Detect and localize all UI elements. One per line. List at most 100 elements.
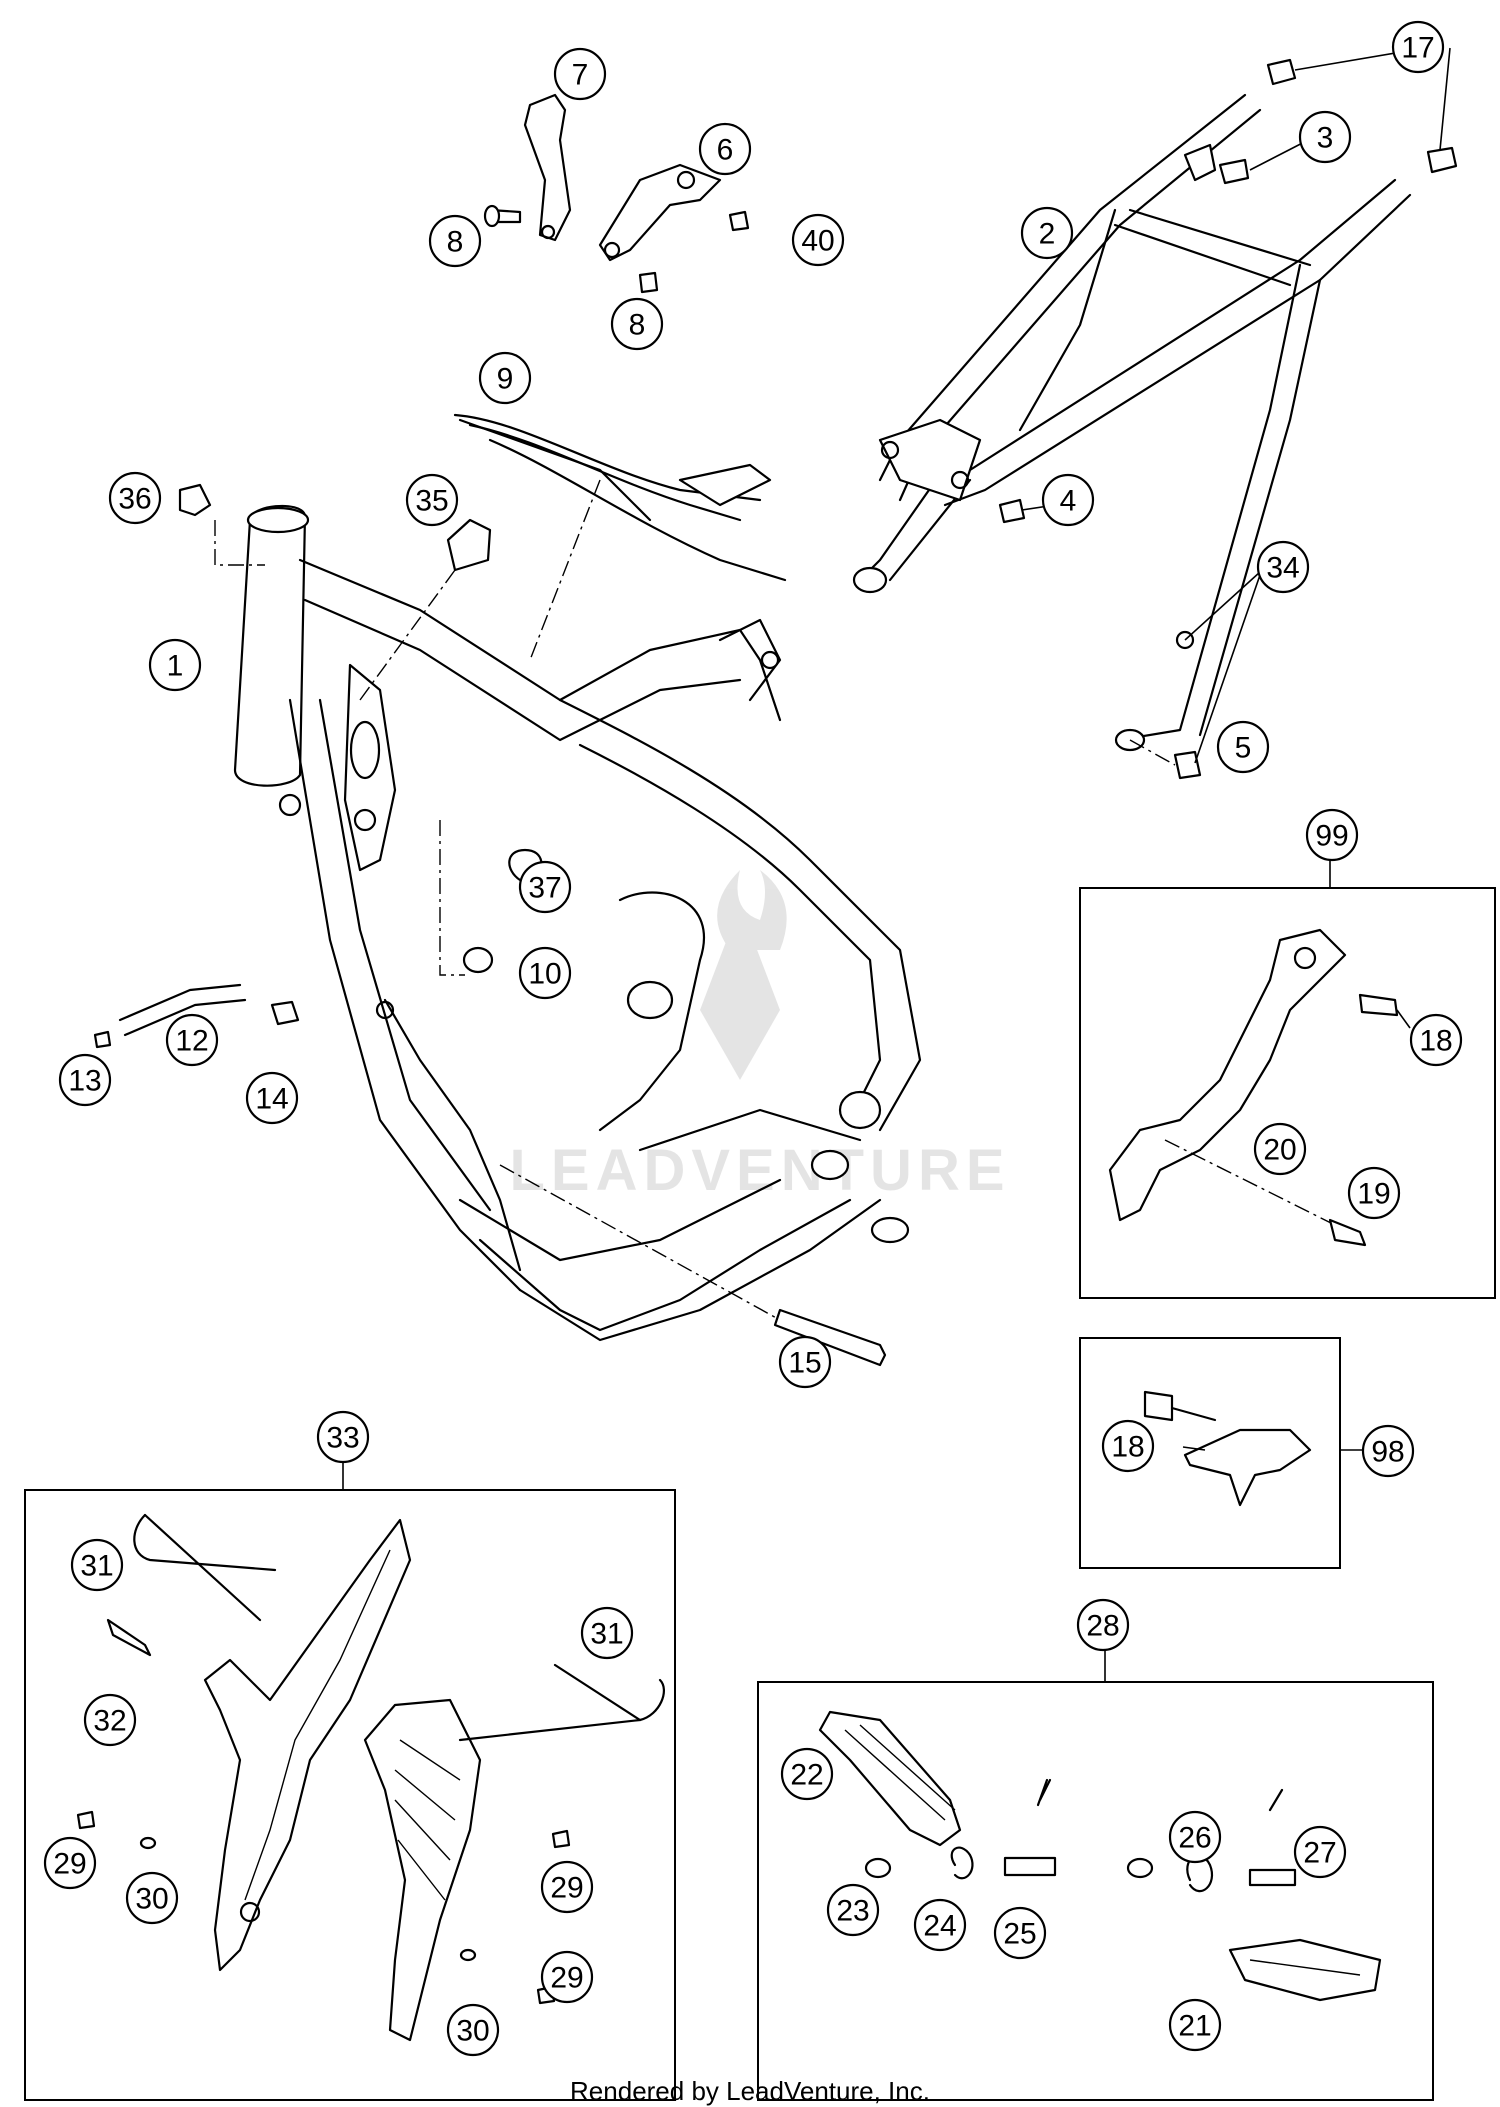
- svg-text:37: 37: [528, 872, 561, 905]
- svg-text:18: 18: [1419, 1025, 1452, 1058]
- svg-text:12: 12: [175, 1025, 208, 1058]
- svg-text:34: 34: [1266, 552, 1299, 585]
- callout-34[interactable]: 34: [1256, 540, 1310, 594]
- callout-24[interactable]: 24: [913, 1898, 967, 1952]
- svg-text:98: 98: [1371, 1436, 1404, 1469]
- svg-text:5: 5: [1235, 732, 1252, 765]
- cap-17b: [1426, 146, 1458, 174]
- svg-text:7: 7: [572, 59, 589, 92]
- callout-23[interactable]: 23: [826, 1883, 880, 1937]
- callout-2[interactable]: 2: [1020, 206, 1074, 260]
- svg-text:19: 19: [1357, 1178, 1390, 1211]
- footrest-28: [818, 1710, 1382, 2002]
- svg-text:6: 6: [717, 134, 734, 167]
- svg-text:10: 10: [528, 958, 561, 991]
- callout-17[interactable]: 17: [1391, 20, 1445, 74]
- svg-text:32: 32: [93, 1705, 126, 1738]
- leadventure-watermark: LEADVENTURE: [509, 870, 1010, 1203]
- svg-text:1: 1: [167, 650, 184, 683]
- callouts: 1 2 3 4 5 6 7 8 8 9 10 12 13 14 15 17 18…: [43, 20, 1463, 2057]
- svg-text:35: 35: [415, 485, 448, 518]
- svg-text:20: 20: [1263, 1134, 1296, 1167]
- svg-text:31: 31: [590, 1618, 623, 1651]
- callout-15[interactable]: 15: [778, 1335, 832, 1389]
- callout-33[interactable]: 33: [316, 1410, 370, 1464]
- callout-5[interactable]: 5: [1216, 720, 1270, 774]
- callout-30a[interactable]: 30: [125, 1871, 179, 1925]
- svg-text:22: 22: [790, 1759, 823, 1792]
- callout-7[interactable]: 7: [553, 47, 607, 101]
- callout-14[interactable]: 14: [245, 1071, 299, 1125]
- svg-text:8: 8: [447, 226, 464, 259]
- svg-text:9: 9: [497, 363, 514, 396]
- clip-36: [178, 483, 212, 517]
- callout-8b[interactable]: 8: [610, 297, 664, 351]
- bolt-3: [1218, 158, 1250, 185]
- svg-text:29: 29: [53, 1848, 86, 1881]
- leader-lines: [342, 47, 1451, 1682]
- clamp-13: [93, 1030, 112, 1049]
- callout-28[interactable]: 28: [1076, 1598, 1130, 1652]
- callout-4[interactable]: 4: [1041, 473, 1095, 527]
- callout-10[interactable]: 10: [518, 946, 572, 1000]
- svg-text:40: 40: [801, 225, 834, 258]
- callout-8a[interactable]: 8: [428, 214, 482, 268]
- callout-31a[interactable]: 31: [70, 1538, 124, 1592]
- svg-text:28: 28: [1086, 1610, 1119, 1643]
- subframe: [852, 93, 1412, 752]
- callout-37[interactable]: 37: [518, 860, 572, 914]
- callout-36[interactable]: 36: [108, 471, 162, 525]
- callout-6[interactable]: 6: [698, 122, 752, 176]
- cable-harness: [453, 413, 787, 661]
- callout-13[interactable]: 13: [58, 1053, 112, 1107]
- svg-text:31: 31: [80, 1550, 113, 1583]
- watermark-text: LEADVENTURE: [509, 1138, 1010, 1203]
- rear-brake-lever-parts: [483, 93, 750, 294]
- group-box-33: [24, 1489, 676, 2101]
- callout-31b[interactable]: 31: [580, 1606, 634, 1660]
- hose-12: [118, 983, 242, 1022]
- cap-17a: [1266, 58, 1297, 86]
- svg-text:18: 18: [1111, 1431, 1144, 1464]
- callout-32[interactable]: 32: [83, 1693, 137, 1747]
- callout-19[interactable]: 19: [1347, 1166, 1401, 1220]
- svg-text:24: 24: [923, 1910, 956, 1943]
- svg-text:8: 8: [629, 309, 646, 342]
- svg-text:27: 27: [1303, 1837, 1336, 1870]
- svg-text:33: 33: [326, 1422, 359, 1455]
- callout-22[interactable]: 22: [780, 1747, 834, 1801]
- callout-25[interactable]: 25: [993, 1906, 1047, 1960]
- svg-text:15: 15: [788, 1347, 821, 1380]
- callout-12[interactable]: 12: [165, 1013, 219, 1067]
- callout-99[interactable]: 99: [1305, 808, 1359, 862]
- pedal-tip-98: [1143, 1390, 1312, 1507]
- callout-30b[interactable]: 30: [446, 2003, 500, 2057]
- callout-40[interactable]: 40: [791, 213, 845, 267]
- callout-18a[interactable]: 18: [1409, 1013, 1463, 1067]
- callout-29b[interactable]: 29: [540, 1860, 594, 1914]
- main-frame: [233, 504, 922, 1342]
- callout-3[interactable]: 3: [1298, 110, 1352, 164]
- callout-21[interactable]: 21: [1168, 1998, 1222, 2052]
- callout-26[interactable]: 26: [1168, 1810, 1222, 1864]
- bolt-4: [998, 498, 1026, 524]
- callout-27[interactable]: 27: [1293, 1825, 1347, 1879]
- svg-text:30: 30: [135, 1883, 168, 1916]
- bolt-5: [1173, 750, 1202, 780]
- callout-35[interactable]: 35: [405, 473, 459, 527]
- brake-pedal-99: [1108, 928, 1399, 1247]
- svg-text:2: 2: [1039, 218, 1056, 251]
- svg-text:14: 14: [255, 1083, 288, 1116]
- callout-29c[interactable]: 29: [540, 1950, 594, 2004]
- callout-29a[interactable]: 29: [43, 1836, 97, 1890]
- callout-9[interactable]: 9: [478, 351, 532, 405]
- svg-text:17: 17: [1401, 32, 1434, 65]
- bushing-10: [462, 946, 494, 974]
- svg-text:3: 3: [1317, 122, 1334, 155]
- callout-1[interactable]: 1: [148, 638, 202, 692]
- callout-98[interactable]: 98: [1361, 1424, 1415, 1478]
- callout-20[interactable]: 20: [1253, 1122, 1307, 1176]
- svg-text:21: 21: [1178, 2010, 1211, 2043]
- callout-18b[interactable]: 18: [1101, 1419, 1155, 1473]
